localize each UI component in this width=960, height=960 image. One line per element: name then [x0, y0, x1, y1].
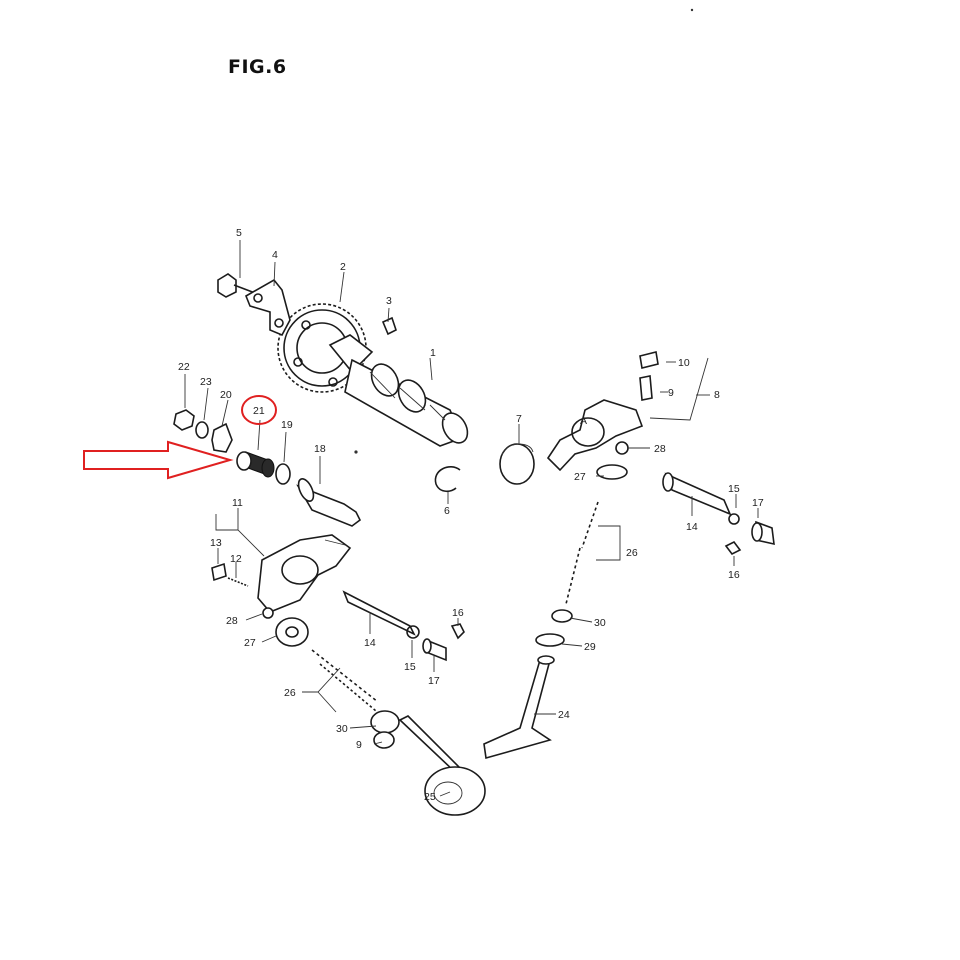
rocker-arm-left-part — [257, 534, 352, 613]
label-20: 20 — [220, 389, 232, 401]
rocker-arm-right-part — [546, 399, 644, 472]
label-19: 19 — [281, 419, 293, 431]
label-16-left: 16 — [452, 607, 464, 619]
label-22: 22 — [178, 361, 190, 373]
label-27-left: 27 — [244, 637, 256, 649]
label-26-left: 26 — [284, 687, 296, 699]
label-14-right: 14 — [686, 521, 698, 533]
label-11: 11 — [232, 497, 243, 509]
label-2: 2 — [340, 261, 346, 273]
label-28-right: 28 — [654, 443, 666, 455]
label-6: 6 — [444, 505, 450, 517]
label-25: 25 — [424, 791, 436, 803]
leader-lines — [184, 240, 759, 797]
label-8: 8 — [714, 389, 720, 401]
label-28-left: 28 — [226, 615, 238, 627]
label-5: 5 — [236, 227, 242, 239]
highlight-arrow-icon — [83, 440, 234, 480]
valve-spring-left-part — [275, 617, 400, 749]
label-4: 4 — [272, 249, 278, 261]
highlight-circle — [241, 395, 277, 425]
label-1: 1 — [430, 347, 436, 359]
label-21: 21 — [253, 405, 265, 417]
nut-22-part — [173, 409, 195, 431]
washer-19-part — [275, 463, 291, 485]
label-17-left: 17 — [428, 675, 440, 687]
label-9-top: 9 — [668, 387, 674, 399]
valve-spring-right-part — [535, 501, 599, 647]
valve-left-part — [398, 715, 486, 816]
label-30-right: 30 — [594, 617, 606, 629]
label-15-right: 15 — [728, 483, 740, 495]
rocker-shaft-part — [296, 478, 362, 527]
label-10: 10 — [678, 357, 690, 369]
label-3: 3 — [386, 295, 392, 307]
washer-23-part — [195, 421, 209, 439]
label-24: 24 — [558, 709, 570, 721]
label-27-right: 27 — [574, 471, 586, 483]
label-17-right: 17 — [752, 497, 764, 509]
rocker-shaft-left-part — [342, 590, 416, 636]
label-23: 23 — [200, 376, 212, 388]
label-30-left: 30 — [336, 723, 348, 735]
figure-title: FIG.6 — [228, 56, 287, 78]
label-18: 18 — [314, 443, 326, 455]
lock-plate-part — [244, 278, 291, 337]
label-A: A — [580, 415, 587, 427]
part-labels: 5 4 2 3 1 6 7 8 10 9 28 27 A 14 15 17 16… — [178, 227, 764, 803]
label-26-right: 26 — [626, 547, 638, 559]
label-12: 12 — [230, 553, 242, 565]
valve-right-part — [483, 655, 555, 760]
label-13: 13 — [210, 537, 222, 549]
label-9-left: 9 — [356, 739, 362, 751]
label-29: 29 — [584, 641, 596, 653]
camshaft-part — [328, 334, 469, 447]
plate-20-part — [211, 422, 233, 453]
label-14-left: 14 — [364, 637, 376, 649]
label-15-left: 15 — [404, 661, 416, 673]
label-16-right: 16 — [728, 569, 740, 581]
label-7: 7 — [516, 413, 522, 425]
bushing-21-part — [236, 451, 275, 478]
